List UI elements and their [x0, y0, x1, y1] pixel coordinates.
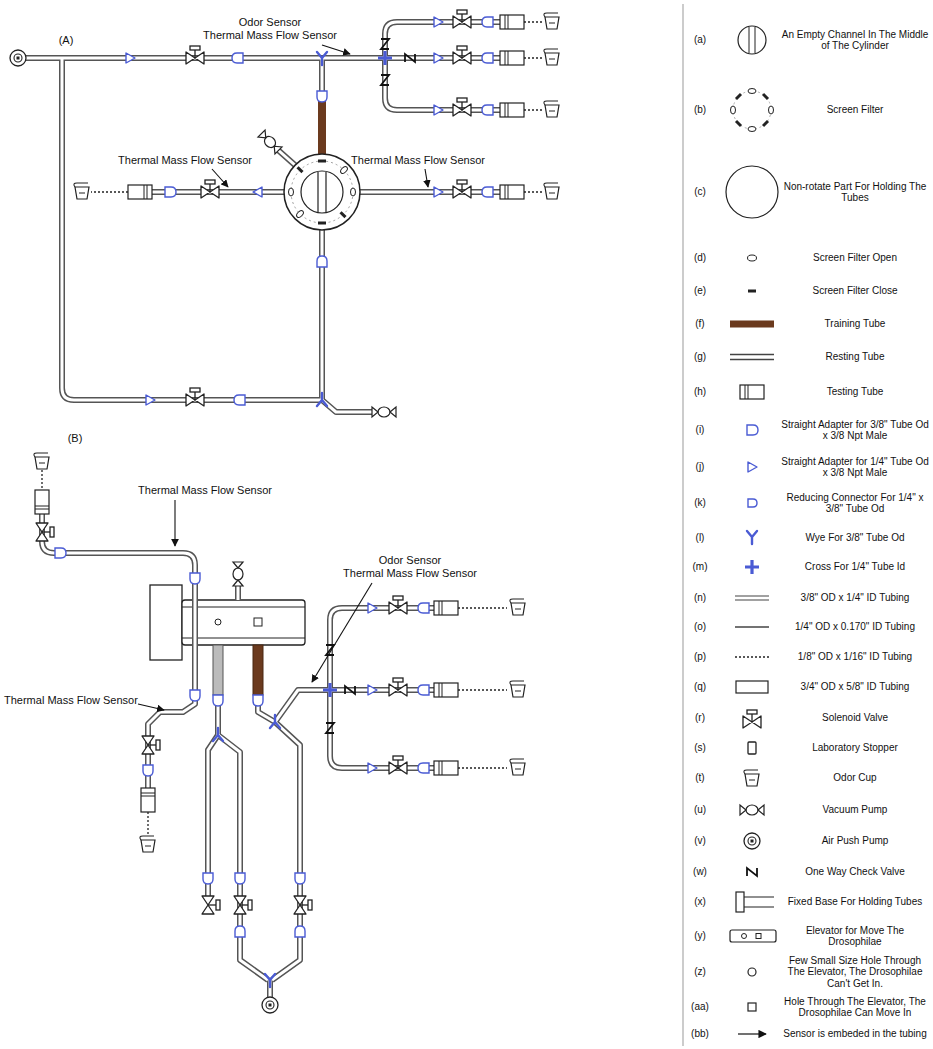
sensor-label: Thermal Mass Flow Sensor [4, 694, 138, 707]
legend-key: (y) [694, 930, 706, 942]
legend-text: 1/8" OD x 1/16" ID Tubing [781, 651, 929, 663]
testing-tube [35, 15, 524, 812]
legend-text: One Way Check Valve [781, 866, 929, 878]
legend-key: (v) [694, 835, 706, 847]
legend-text: Straight Adapter for 3/8" Tube Od x 3/8 … [781, 419, 929, 442]
legend-text: Cross For 1/4" Tube Id [781, 561, 929, 573]
legend-key: (a) [694, 34, 706, 46]
sensor-label: Thermal Mass Flow Sensor [118, 154, 252, 167]
check-valve [326, 39, 415, 733]
rotating-cylinder [284, 154, 360, 230]
legend-key: (q) [694, 681, 706, 693]
legend-text: Wye For 3/8" Tube Od [781, 532, 929, 544]
legend-divider [683, 4, 684, 1046]
legend-key: (d) [694, 252, 706, 264]
legend-key: (w) [693, 866, 707, 878]
legend-key: (n) [694, 592, 706, 604]
sensor-label: Thermal Mass Flow Sensor [138, 484, 272, 497]
tubing [26, 22, 500, 997]
legend-text: 3/4" OD x 5/8" ID Tubing [781, 681, 929, 693]
legend-key: (i) [696, 424, 705, 436]
sensor-label: Thermal Mass Flow Sensor [203, 29, 337, 42]
legend-key: (x) [694, 896, 706, 908]
legend-text: Screen Filter Open [781, 252, 929, 264]
legend-text: Solenoid Valve [781, 712, 929, 724]
legend-text: Screen Filter Close [781, 285, 929, 297]
legend-key: (aa) [691, 1001, 709, 1013]
legend-text: An Empty Channel In The Middle of The Cy… [781, 29, 929, 52]
sensor-label: Thermal Mass Flow Sensor [351, 154, 485, 167]
legend-text: Screen Filter [781, 104, 929, 116]
legend-text: Few Small Size Hole Through The Elevator… [781, 955, 929, 990]
legend-text: Testing Tube [781, 386, 929, 398]
legend-text: Sensor is embeded in the tubing [781, 1028, 929, 1040]
legend-text: Resting Tube [781, 351, 929, 363]
odor-cup [34, 13, 559, 852]
legend-key: (b) [694, 104, 706, 116]
panel-letter: (A) [59, 34, 74, 47]
legend-text: Non-rotate Part For Holding The Tubes [781, 181, 929, 204]
legend-text: Elevator for Move The Drosophilae [781, 925, 929, 948]
legend-key: (f) [695, 318, 704, 330]
legend-key: (p) [694, 651, 706, 663]
legend-key: (z) [694, 966, 706, 978]
legend-key: (h) [694, 386, 706, 398]
legend-text: Odor Cup [781, 772, 929, 784]
legend-key: (o) [694, 621, 706, 633]
pumps [10, 50, 396, 1013]
legend-key: (r) [695, 712, 705, 724]
straight-adapter [55, 17, 493, 937]
legend-key: (bb) [691, 1028, 709, 1040]
legend-key: (l) [696, 532, 705, 544]
thin-tubing [42, 22, 543, 836]
legend-text: Air Push Pump [781, 835, 929, 847]
legend-key: (t) [695, 772, 704, 784]
legend-text: 1/4" OD x 0.170" ID Tubing [781, 621, 929, 633]
legend-key: (u) [694, 804, 706, 816]
legend-key: (m) [693, 561, 708, 573]
legend-text: Vacuum Pump [781, 804, 929, 816]
legend-symbols [726, 26, 778, 1034]
sensor-label: Thermal Mass Flow Sensor [343, 567, 477, 580]
fixed-base-and-elevator [150, 585, 305, 660]
legend-key: (c) [694, 186, 706, 198]
sensor-leader-lines [138, 45, 428, 710]
legend-key: (k) [694, 497, 706, 509]
legend-key: (s) [694, 742, 706, 754]
sensor-label: Odor Sensor [239, 16, 301, 29]
tube-fittings [213, 51, 392, 987]
solenoid-valve [36, 10, 471, 914]
legend-key: (g) [694, 351, 706, 363]
legend-text: Reducing Connector For 1/4" x 3/8" Tube … [781, 492, 929, 515]
legend-text: Laboratory Stopper [781, 742, 929, 754]
legend-text: Training Tube [781, 318, 929, 330]
sensor-label: Odor Sensor [379, 554, 441, 567]
panel-letter: (B) [68, 432, 83, 445]
small-adapter [126, 17, 443, 773]
legend-text: 3/8" OD x 1/4" ID Tubing [781, 592, 929, 604]
legend-key: (j) [696, 461, 705, 473]
legend-key: (e) [694, 285, 706, 297]
legend-text: Hole Through The Elevator, The Drosophil… [781, 996, 929, 1019]
legend-text: Fixed Base For Holding Tubes [781, 896, 929, 908]
legend-text: Straight Adapter for 1/4" Tube Od x 3/8 … [781, 456, 929, 479]
